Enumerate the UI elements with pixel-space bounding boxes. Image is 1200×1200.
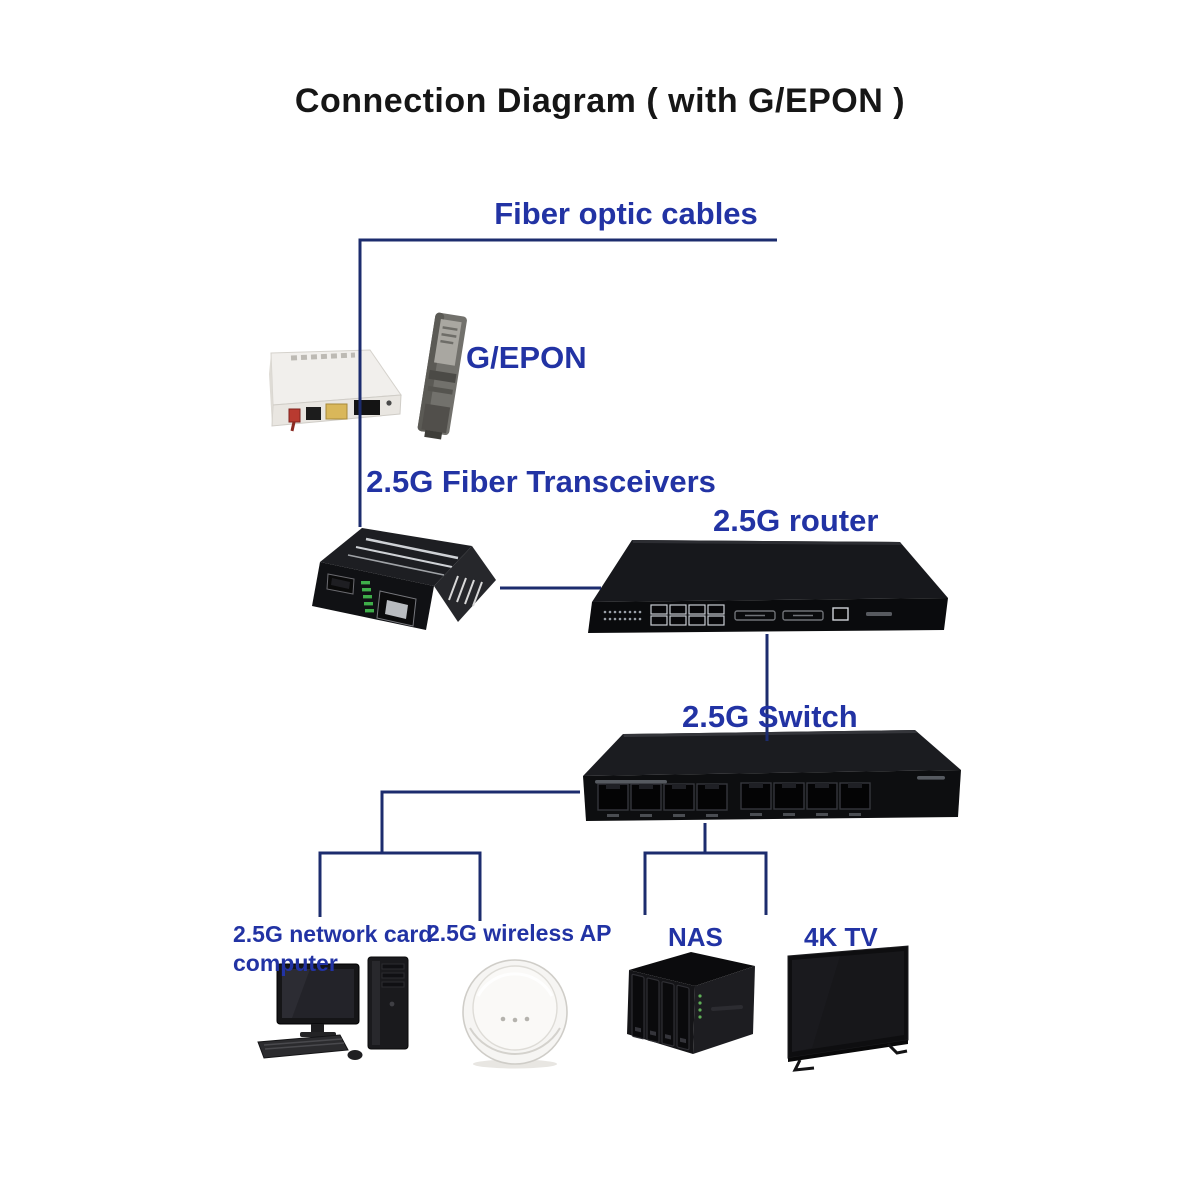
label-wireless-ap: 2.5G wireless AP — [427, 920, 612, 946]
ethernet-switch — [573, 728, 971, 824]
tv-device — [778, 942, 918, 1074]
line-left-branch — [318, 851, 482, 921]
label-router: 2.5G router — [713, 503, 879, 538]
label-fiber-transceivers: 2.5G Fiber Transceivers — [366, 464, 716, 499]
wireless-ap-image — [462, 959, 568, 1069]
label-gepon: G/EPON — [466, 340, 587, 375]
label-fiber-optic-cables: Fiber optic cables — [494, 196, 758, 231]
label-nas: NAS — [668, 922, 723, 952]
onu-modem — [253, 330, 413, 435]
nas-image — [627, 952, 755, 1054]
router — [583, 533, 953, 643]
gepon-sfp-image — [417, 312, 467, 440]
label-network-card-line1: 2.5G network card — [233, 921, 433, 947]
desktop-computer — [252, 950, 457, 1068]
onu-modem-image — [269, 349, 402, 432]
wireless-access-point — [458, 956, 573, 1071]
label-network-card-computer: 2.5G network card computer — [233, 920, 433, 978]
switch-image — [583, 730, 961, 821]
label-4k-tv: 4K TV — [804, 922, 878, 952]
router-image — [588, 540, 948, 633]
tv-image — [787, 945, 909, 1072]
line-switch-to-left-branch — [380, 790, 580, 853]
computer-image — [257, 956, 409, 1060]
line-right-branch — [643, 851, 768, 915]
nas-device — [615, 946, 765, 1068]
fiber-media-converter — [306, 518, 506, 658]
page-title: Connection Diagram ( with G/EPON ) — [294, 82, 906, 120]
media-converter-image — [312, 528, 496, 630]
label-network-card-line2: computer — [233, 949, 338, 976]
gepon-sfp-module — [408, 306, 478, 446]
label-switch: 2.5G Switch — [682, 699, 858, 734]
